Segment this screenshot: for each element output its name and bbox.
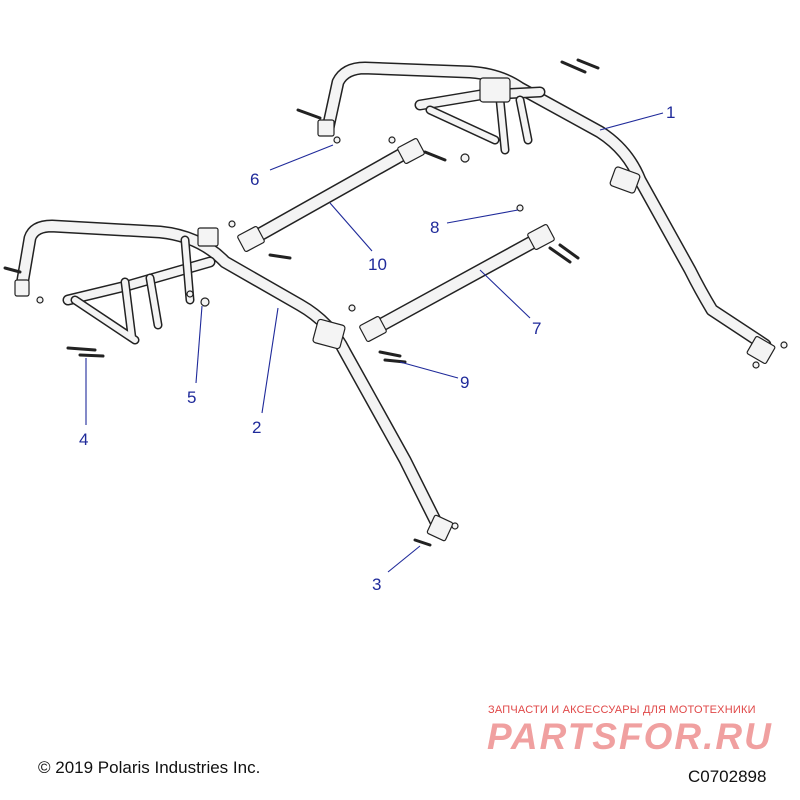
callout-9: 9 [460,373,469,392]
callout-10: 10 [368,255,387,274]
rear-cage-tube-assembly [317,61,776,365]
copyright-text: © 2019 Polaris Industries Inc. [38,758,261,777]
watermark-logo: PARTSFOR.RU [487,716,773,757]
callout-2: 2 [252,418,261,437]
callout-4: 4 [79,430,88,449]
bolt-hardware [3,58,788,547]
callout-3: 3 [372,575,381,594]
leader-lines [85,112,664,573]
callout-8: 8 [430,218,439,237]
callout-6: 6 [250,170,259,189]
cross-tube-lower [359,223,555,343]
watermark-tagline: ЗАПЧАСТИ И АКСЕССУАРЫ ДЛЯ МОТОТЕХНИКИ [488,704,756,716]
front-cage-tube-assembly [14,219,454,542]
callout-1: 1 [666,103,675,122]
document-number: C0702898 [688,767,767,786]
cross-tube-upper [237,137,425,253]
callout-7: 7 [532,319,541,338]
callout-5: 5 [187,388,196,407]
